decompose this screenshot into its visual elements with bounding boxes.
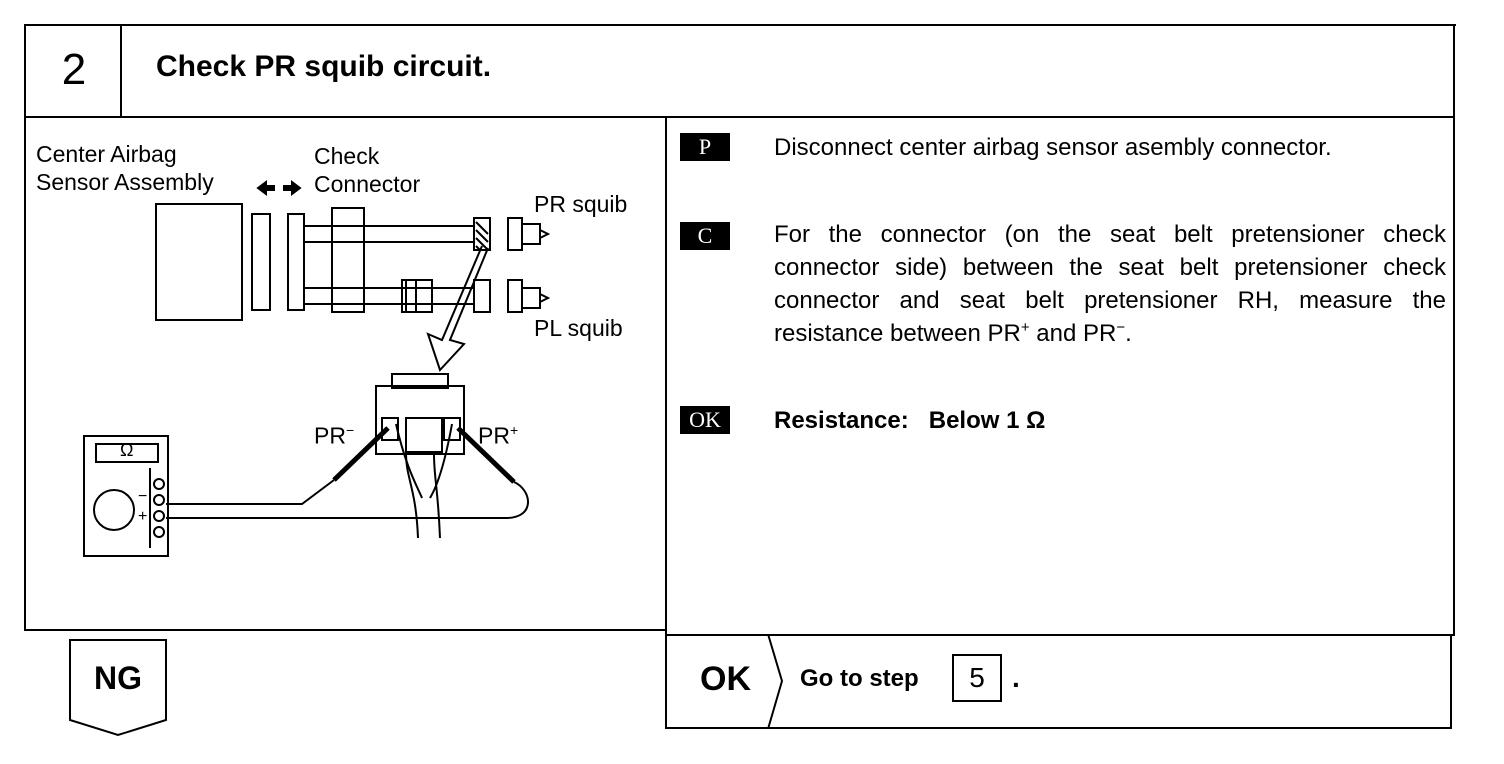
chevron-right-icon — [767, 634, 784, 729]
check-connector-label-line2: Connector — [314, 171, 421, 197]
sensor-assembly-body — [155, 203, 243, 321]
check-connector-label-line1: Check — [314, 143, 380, 169]
c-pr2: PR — [1082, 320, 1117, 347]
frame-left — [24, 24, 26, 630]
double-arrow-icon — [256, 180, 302, 196]
resistance-value: Below 1 Ω — [928, 407, 1046, 434]
ok-box-right — [1450, 634, 1452, 729]
pr-plus-label: PR+ — [478, 416, 518, 450]
center-airbag-label-line1: Center Airbag — [36, 141, 177, 167]
p-badge: P — [680, 133, 730, 161]
goto-step-number[interactable]: 5 — [952, 654, 1002, 702]
circuit-diagram: Center Airbag Sensor Assembly Check Conn… — [26, 118, 666, 630]
pr-plus-sup: + — [509, 422, 519, 438]
check-connector-end — [287, 213, 305, 311]
instruction-ok: OK Resistance: Below 1 Ω — [680, 404, 1446, 444]
resistance-label: Resistance: — [774, 407, 909, 434]
c-badge: C — [680, 222, 730, 250]
goto-step-text: Go to step — [800, 665, 919, 692]
c-pr1-sup: + — [1020, 319, 1030, 336]
instruction-c: C For the connector (on the seat belt pr… — [680, 220, 1446, 390]
frame-right — [1453, 24, 1455, 636]
connector-illustration — [83, 180, 551, 557]
c-text-body: For the connector (on the seat belt pret… — [774, 221, 1446, 347]
p-text: Disconnect center airbag sensor asembly … — [774, 134, 1332, 161]
frame-top — [26, 24, 1456, 26]
ok-result-label: OK — [700, 660, 751, 698]
step-number-divider — [120, 24, 122, 117]
diagram-bottom — [24, 629, 666, 631]
pr-squib-label: PR squib — [534, 191, 628, 217]
pr-minus-text: PR — [314, 422, 346, 449]
ohmmeter-icon — [83, 435, 169, 557]
center-airbag-label-line2: Sensor Assembly — [36, 169, 214, 195]
goto-period: . — [1012, 662, 1020, 693]
c-end: . — [1125, 320, 1132, 347]
meter-minus-label: − — [138, 488, 148, 505]
sensor-assembly-connector — [251, 213, 271, 311]
ohm-symbol: Ω — [120, 440, 134, 460]
ok-box-bottom — [666, 727, 1452, 729]
header-divider — [24, 116, 1455, 118]
c-text: For the connector (on the seat belt pret… — [774, 218, 1446, 350]
pl-squib-label: PL squib — [534, 315, 623, 341]
connector-face — [375, 385, 465, 455]
c-and: and — [1036, 320, 1077, 347]
ng-label: NG — [94, 660, 142, 696]
meter-plus-label: + — [138, 508, 148, 525]
check-connector-body — [331, 207, 365, 313]
column-divider — [665, 117, 667, 729]
ok-badge: OK — [680, 406, 730, 434]
hatched-terminal-icon — [473, 217, 491, 251]
pr-minus-sup: − — [345, 422, 355, 438]
step-number: 2 — [61, 45, 87, 94]
c-pr2-sup: − — [1116, 319, 1126, 336]
pr-minus-label: PR− — [314, 416, 354, 450]
c-pr1: PR — [987, 320, 1021, 347]
pr-plus-text: PR — [478, 422, 510, 449]
ng-pentagon-icon — [69, 639, 167, 737]
instruction-p: P Disconnect center airbag sensor asembl… — [680, 133, 1446, 203]
text-bottom — [666, 634, 1454, 636]
ok-text: Resistance: Below 1 Ω — [774, 404, 1446, 437]
step-title: Check PR squib circuit. — [156, 50, 492, 83]
